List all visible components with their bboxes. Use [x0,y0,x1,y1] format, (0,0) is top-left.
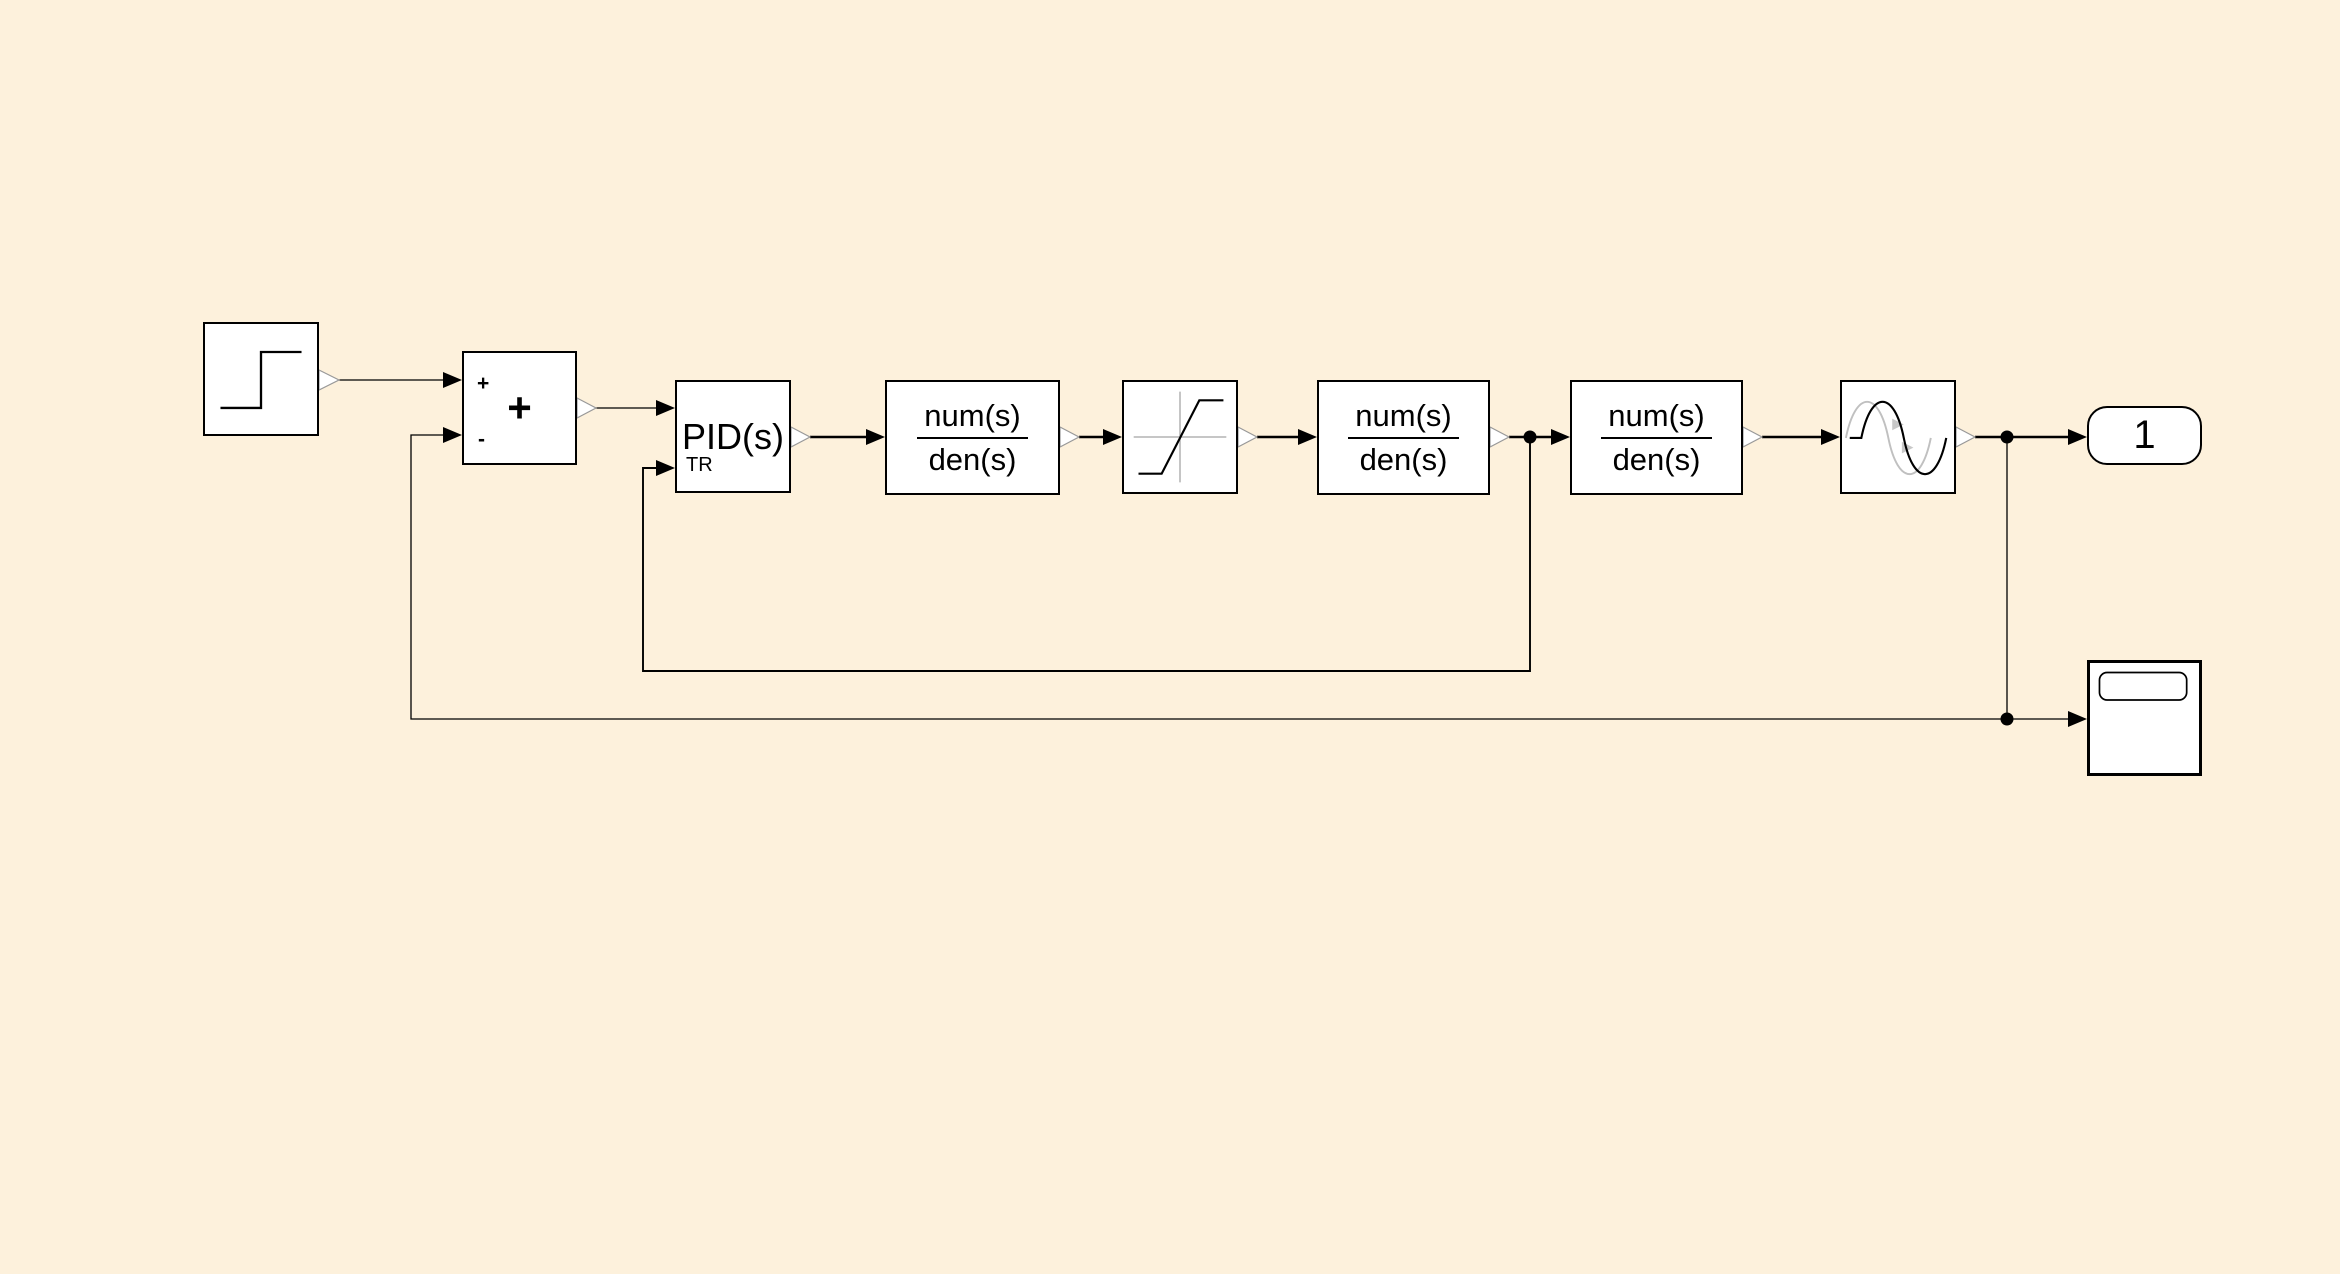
tf3-output-port[interactable] [1742,426,1764,448]
arrowhead-pid-tr-input [656,460,675,476]
saturation-icon [1133,391,1227,483]
arrowhead-transport-delay-input [1821,429,1840,445]
scope-screen-icon [2098,671,2188,701]
arrowhead-tf1-input [866,429,885,445]
pid-tr-port-label: TR [686,454,713,476]
sum-block[interactable]: + + - [462,351,577,465]
pid-output-port[interactable] [790,426,812,448]
arrowhead-outport-input [2068,429,2087,445]
sum-plus-sign: + [477,372,490,395]
tf2-output-port[interactable] [1489,426,1511,448]
tf2-numerator: num(s) [1355,397,1452,433]
tf3-fraction-bar [1601,436,1712,439]
step-block[interactable] [203,322,319,436]
pid-label: PID(s) [682,415,784,457]
tf3-denominator: den(s) [1612,441,1701,477]
tf1-denominator: den(s) [928,441,1017,477]
wire-output-feedback-to-sum-minus[interactable] [410,434,2008,720]
outport-number: 1 [2133,413,2156,457]
arrowhead-tf3-input [1551,429,1570,445]
tf1-output-port[interactable] [1059,426,1081,448]
wire-tracking-feedback-to-pid-tr[interactable] [642,437,1531,672]
tf1-fraction-bar [917,436,1028,439]
arrowhead-pid-input [656,400,675,416]
step-output-port[interactable] [318,369,341,391]
tf1-numerator: num(s) [924,397,1021,433]
arrowhead-saturation-input [1103,429,1122,445]
tf3-numerator: num(s) [1608,397,1705,433]
step-signal-icon [220,350,302,410]
scope-block[interactable] [2087,660,2202,776]
delayed-sine-icon [1844,400,1948,476]
transport-delay-output-port[interactable] [1955,426,1977,448]
tf2-denominator: den(s) [1359,441,1448,477]
arrowhead-sum-minus-input [443,427,462,443]
pid-controller-block[interactable]: PID(s) TR [675,380,791,493]
branch-dot-after-tf2 [1523,430,1537,444]
sum-minus-sign: - [478,428,485,451]
branch-dot-feedback-scope [2000,712,2014,726]
transfer-fcn-2-block[interactable]: num(s) den(s) [1317,380,1490,495]
saturation-block[interactable] [1122,380,1238,494]
saturation-output-port[interactable] [1237,426,1259,448]
transfer-fcn-3-block[interactable]: num(s) den(s) [1570,380,1743,495]
tf2-fraction-bar [1348,436,1459,439]
transport-delay-block[interactable] [1840,380,1956,494]
arrowhead-sum-plus-input [443,372,462,388]
arrowhead-tf2-input [1298,429,1317,445]
arrowhead-scope-input [2068,711,2087,727]
sum-symbol: + [507,384,532,431]
sum-output-port[interactable] [576,397,598,419]
transfer-fcn-1-block[interactable]: num(s) den(s) [885,380,1060,495]
outport-block[interactable]: 1 [2087,406,2202,465]
branch-dot-after-transport-delay [2000,430,2014,444]
